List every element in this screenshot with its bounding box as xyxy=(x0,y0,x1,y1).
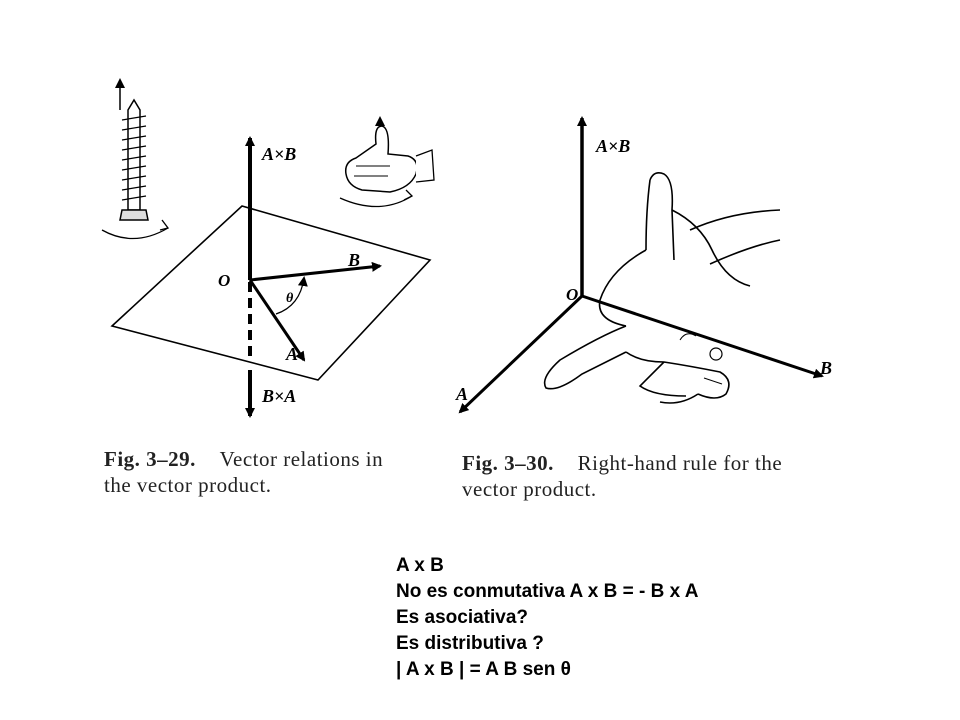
caption-text: Right-hand rule for the xyxy=(577,451,783,475)
cross-product-notes: A x B No es conmutativa A x B = - B x A … xyxy=(396,553,699,683)
note-line-2: No es conmutativa A x B = - B x A xyxy=(396,581,699,602)
label-b: B xyxy=(347,250,360,270)
caption-line-2: the vector product. xyxy=(104,473,272,497)
axis-b xyxy=(581,294,824,379)
right-hand-rule-diagram: A×B O B A xyxy=(455,116,832,414)
caption-fig-3-30: Fig. 3–30. Right-hand rule for the vecto… xyxy=(462,450,862,502)
note-line-5: | A x B | = A B sen θ xyxy=(396,659,571,680)
label-b: B xyxy=(819,358,832,378)
label-o: O xyxy=(566,285,578,304)
figure-number: Fig. 3–29. xyxy=(104,447,196,471)
screw-icon xyxy=(101,78,170,240)
right-hand-illustration xyxy=(543,172,781,404)
label-axb: A×B xyxy=(595,136,630,156)
plane xyxy=(110,205,432,381)
label-theta: θ xyxy=(286,291,294,306)
caption-line-2: vector product. xyxy=(462,477,597,501)
caption-line-1: Fig. 3–29. Vector relations in xyxy=(104,446,444,472)
note-line-4: Es distributiva ? xyxy=(396,633,544,654)
label-axb: A×B xyxy=(261,144,296,164)
vector-a xyxy=(248,279,306,362)
vector-b xyxy=(249,261,382,282)
axis-a xyxy=(458,294,584,414)
note-line-3: Es asociativa? xyxy=(396,607,529,628)
vector-relations-diagram: A×B B A O θ B×A xyxy=(101,78,435,418)
caption-text: Vector relations in xyxy=(219,447,384,471)
label-a: A xyxy=(455,384,468,404)
angle-arc xyxy=(275,276,308,315)
figure-number: Fig. 3–30. xyxy=(462,451,554,475)
caption-fig-3-29: Fig. 3–29. Vector relations in the vecto… xyxy=(104,446,444,498)
label-a: A xyxy=(285,344,298,364)
note-line-1: A x B xyxy=(396,555,444,576)
label-o: O xyxy=(218,271,230,290)
thumbs-up-icon xyxy=(339,116,435,208)
label-bxa: B×A xyxy=(261,386,296,406)
caption-line-1: Fig. 3–30. Right-hand rule for the xyxy=(462,450,862,476)
